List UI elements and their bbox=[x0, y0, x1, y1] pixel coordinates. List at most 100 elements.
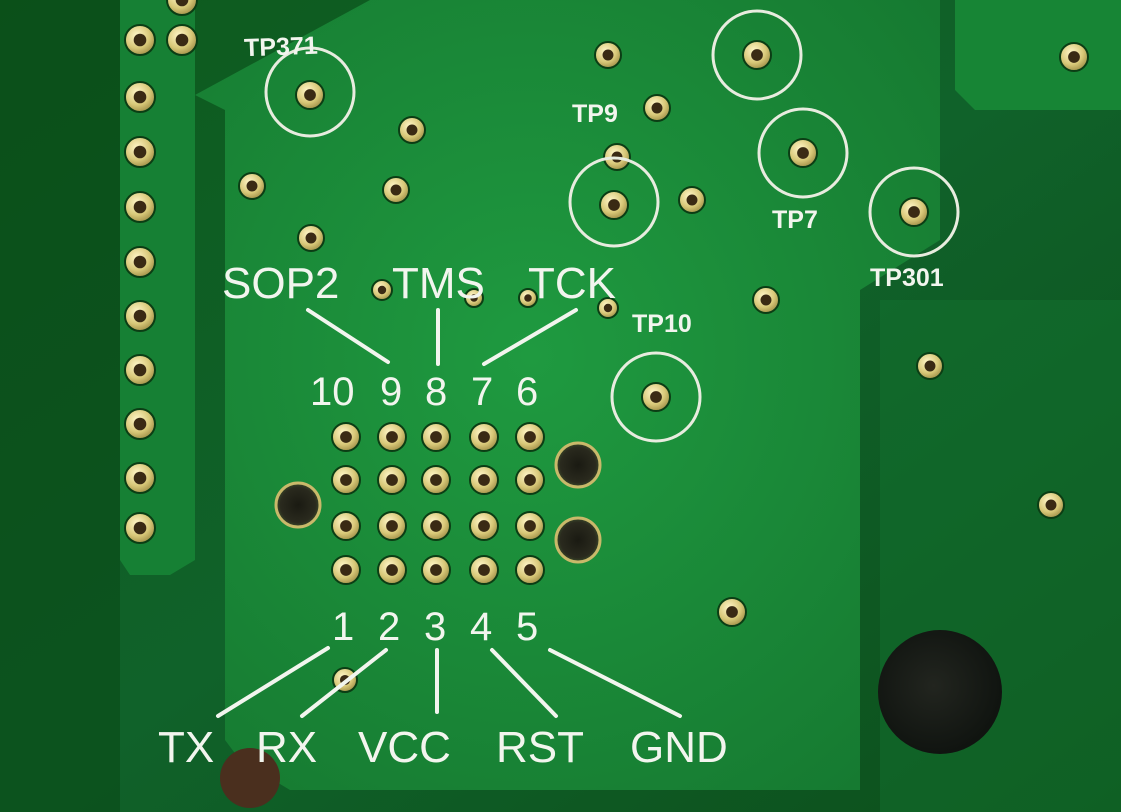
left-pad-8 bbox=[124, 408, 156, 440]
header-pad-top-3 bbox=[421, 465, 451, 495]
header-pin-bottom-2 bbox=[377, 555, 407, 585]
pin-number-8: 8 bbox=[425, 370, 447, 414]
left-pad-9 bbox=[124, 462, 156, 494]
header-pin-top-1 bbox=[331, 422, 361, 452]
via-3 bbox=[382, 176, 410, 204]
header-pad-bottom-2 bbox=[377, 511, 407, 541]
pin-number-4: 4 bbox=[470, 605, 492, 649]
copper-pour-top-right bbox=[955, 0, 1121, 110]
header-pin-bottom-1 bbox=[331, 555, 361, 585]
leader-rx bbox=[300, 648, 388, 718]
board-left-shade bbox=[0, 0, 120, 812]
via-17 bbox=[1059, 42, 1089, 72]
left-pad-top-b bbox=[166, 24, 198, 56]
pin-number-3: 3 bbox=[424, 605, 446, 649]
pin-number-6: 6 bbox=[516, 370, 538, 414]
header-pad-bottom-3 bbox=[421, 511, 451, 541]
header-pad-top-1 bbox=[331, 465, 361, 495]
header-hole-right-top bbox=[554, 441, 602, 489]
via-8 bbox=[643, 94, 671, 122]
leader-gnd bbox=[548, 648, 682, 718]
left-pad-4 bbox=[124, 191, 156, 223]
header-pad-bottom-1 bbox=[331, 511, 361, 541]
signal-sop2: SOP2 bbox=[222, 259, 339, 308]
header-pad-bottom-4 bbox=[469, 511, 499, 541]
signal-tx: TX bbox=[158, 723, 214, 772]
vias bbox=[238, 40, 1089, 693]
tp9-label: TP9 bbox=[572, 100, 618, 128]
header-hole-right-bottom bbox=[554, 516, 602, 564]
header-pin-bottom-3 bbox=[421, 555, 451, 585]
header-pin-top-2 bbox=[377, 422, 407, 452]
via-4 bbox=[238, 172, 266, 200]
signal-rst: RST bbox=[496, 723, 584, 772]
test-point-rings bbox=[264, 9, 960, 443]
via-7 bbox=[742, 40, 772, 70]
left-pad-column bbox=[124, 0, 198, 544]
tp10-ring bbox=[610, 351, 702, 443]
leader-rst bbox=[490, 648, 558, 718]
debug-header bbox=[274, 422, 602, 585]
header-pin-top-3 bbox=[421, 422, 451, 452]
signal-vcc: VCC bbox=[358, 723, 451, 772]
left-pad-7 bbox=[124, 354, 156, 386]
copper-pour-main bbox=[195, 0, 940, 790]
tp-top-ring bbox=[711, 9, 803, 101]
left-pad-3 bbox=[124, 136, 156, 168]
signal-tms: TMS bbox=[392, 259, 485, 308]
pin-number-7: 7 bbox=[471, 370, 493, 414]
leader-lines bbox=[216, 308, 682, 718]
via-22 bbox=[464, 288, 484, 308]
left-pad-5 bbox=[124, 246, 156, 278]
via-5 bbox=[297, 224, 325, 252]
via-19 bbox=[717, 597, 747, 627]
header-pin-bottom-5 bbox=[515, 555, 545, 585]
header-pad-top-2 bbox=[377, 465, 407, 495]
mounting-hole bbox=[878, 630, 1002, 754]
left-pad-2 bbox=[124, 81, 156, 113]
left-pad-6 bbox=[124, 300, 156, 332]
via-1 bbox=[295, 80, 325, 110]
via-10 bbox=[599, 190, 629, 220]
header-pin-top-5 bbox=[515, 422, 545, 452]
via-24 bbox=[597, 297, 619, 319]
tp10-label: TP10 bbox=[632, 310, 692, 338]
via-6 bbox=[594, 41, 622, 69]
tp301-label: TP301 bbox=[870, 264, 944, 292]
signal-tck: TCK bbox=[528, 259, 616, 308]
pin-number-1: 1 bbox=[332, 605, 354, 649]
tp301-ring bbox=[868, 166, 960, 258]
signal-rx: RX bbox=[256, 723, 317, 772]
tp7-label: TP7 bbox=[772, 206, 818, 234]
pin-number-9: 9 bbox=[380, 370, 402, 414]
mounting-hole-small bbox=[220, 748, 280, 808]
left-pad-top-c bbox=[166, 0, 198, 16]
via-13 bbox=[899, 197, 929, 227]
tp7-ring bbox=[757, 107, 849, 199]
via-15 bbox=[916, 352, 944, 380]
pin-number-2: 2 bbox=[378, 605, 400, 649]
via-12 bbox=[788, 138, 818, 168]
header-pad-bottom-5 bbox=[515, 511, 545, 541]
via-2 bbox=[398, 116, 426, 144]
header-pin-top-4 bbox=[469, 422, 499, 452]
via-14 bbox=[752, 286, 780, 314]
header-pad-top-4 bbox=[469, 465, 499, 495]
via-23 bbox=[518, 288, 538, 308]
pin-number-10: 10 bbox=[310, 370, 355, 414]
via-21 bbox=[371, 279, 393, 301]
leader-sop2 bbox=[306, 308, 390, 364]
tp371-label: TP371 bbox=[244, 32, 319, 63]
via-16 bbox=[641, 382, 671, 412]
header-hole-left bbox=[274, 481, 322, 529]
via-11 bbox=[678, 186, 706, 214]
tp371-ring bbox=[264, 46, 356, 138]
via-18 bbox=[1037, 491, 1065, 519]
left-pad-1 bbox=[124, 24, 156, 56]
header-pin-bottom-4 bbox=[469, 555, 499, 585]
tp9-ring bbox=[568, 156, 660, 248]
leader-tx bbox=[216, 646, 330, 718]
header-pad-top-5 bbox=[515, 465, 545, 495]
signal-gnd: GND bbox=[630, 723, 728, 772]
